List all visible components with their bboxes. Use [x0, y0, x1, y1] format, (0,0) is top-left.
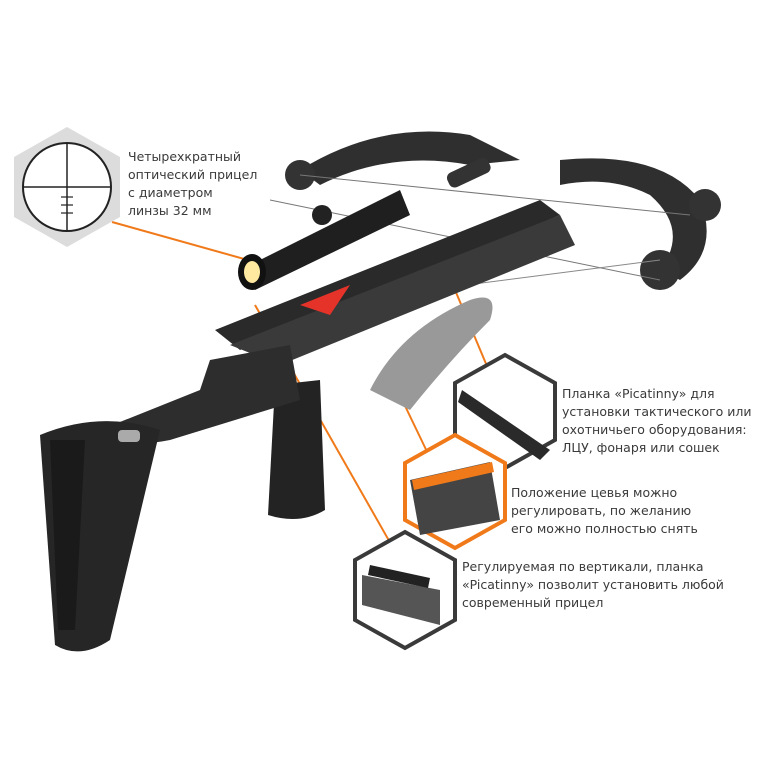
caption-line: с диаметром	[128, 185, 213, 200]
caption-line: Регулируемая по вертикали, планка	[462, 559, 704, 574]
caption-line: линзы 32 мм	[128, 203, 212, 218]
caption-line: Положение цевья можно	[511, 485, 678, 500]
handguard	[370, 297, 493, 410]
rail-caption: Регулируемая по вертикали, планка «Picat…	[462, 558, 724, 612]
caption-line: Четырехкратный	[128, 149, 242, 164]
stock	[40, 345, 300, 652]
handguard-caption: Положение цевья можно регулировать, по ж…	[511, 484, 698, 538]
caption-line: ЛЦУ, фонаря или сошек	[562, 440, 720, 455]
caption-line: регулировать, по желанию	[511, 503, 692, 518]
handguard-detail-hexagon	[403, 432, 507, 551]
scope-leader-line	[111, 221, 256, 263]
pistol-grip	[268, 380, 325, 519]
caption-line: его можно полностью снять	[511, 521, 698, 536]
caption-line: Планка «Picatinny» для	[562, 386, 715, 401]
caption-line: оптический прицел	[128, 167, 258, 182]
barrel	[215, 157, 575, 365]
rail-detail-hexagon	[353, 529, 457, 651]
scope-reticle-hexagon	[14, 127, 120, 247]
picatinny-caption: Планка «Picatinny» для установки тактиче…	[562, 385, 752, 457]
caption-line: «Picatinny» позволит установить любой	[462, 577, 724, 592]
scope	[238, 190, 410, 290]
caption-line: охотничьего оборудования:	[562, 422, 747, 437]
scope-caption: Четырехкратный оптический прицел с диаме…	[128, 148, 257, 220]
caption-line: современный прицел	[462, 595, 604, 610]
caption-line: установки тактического или	[562, 404, 752, 419]
